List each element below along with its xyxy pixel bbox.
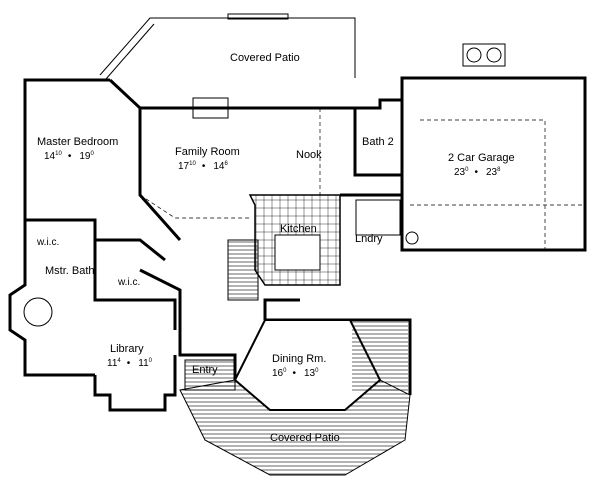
label-garage: 2 Car Garage <box>448 152 515 164</box>
dim-garage: 230•238 <box>454 167 501 178</box>
dim-family-room: 1710•146 <box>178 161 228 172</box>
fireplace <box>192 97 229 119</box>
label-covered-patio-bottom: Covered Patio <box>270 432 340 444</box>
label-master-bath: Mstr. Bath <box>45 265 95 277</box>
garage-details <box>405 43 585 250</box>
garage-walls <box>400 76 587 252</box>
label-master-bedroom: Master Bedroom <box>37 136 118 148</box>
label-wic-2: w.i.c. <box>117 277 140 288</box>
label-library: Library <box>110 343 144 355</box>
dim-master-bedroom: 1410•190 <box>44 151 94 162</box>
label-wic-1: w.i.c. <box>36 237 59 248</box>
bathtub <box>23 297 53 327</box>
label-nook: Nook <box>296 149 322 161</box>
label-covered-patio-top: Covered Patio <box>230 52 300 64</box>
label-family-room: Family Room <box>175 146 240 158</box>
kitchen-area <box>227 194 401 301</box>
dim-dining: 160•130 <box>272 368 319 379</box>
label-bath2: Bath 2 <box>362 136 394 148</box>
label-entry: Entry <box>192 364 218 376</box>
family-room-boundary <box>139 194 250 219</box>
label-kitchen: Kitchen <box>280 223 317 235</box>
dim-library: 114•110 <box>107 358 153 369</box>
label-dining: Dining Rm. <box>272 353 326 365</box>
covered-patio-bottom <box>179 319 411 476</box>
label-laundry: Lndry <box>355 233 383 245</box>
covered-patio-top <box>99 13 356 80</box>
